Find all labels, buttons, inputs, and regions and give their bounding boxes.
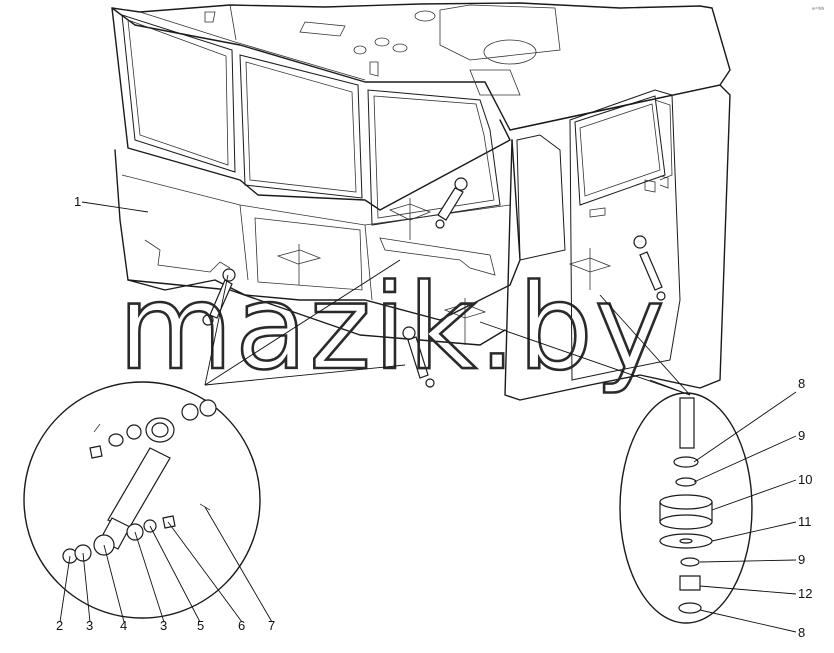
watermark: mazik.by: [118, 258, 667, 396]
mount-plate: [276, 249, 322, 265]
mount-plate: [443, 303, 487, 319]
callout-3b: 3: [160, 618, 167, 633]
callout-7: 7: [268, 618, 275, 633]
callouts: 1 2 3 4 3 5 6 7 8 9 10 11 9 12 8: [56, 194, 812, 640]
callout-5: 5: [197, 618, 204, 633]
callout-cab: 1: [74, 194, 81, 209]
shock-absorber-detail: [23, 381, 273, 623]
shock-absorber: [402, 326, 435, 388]
detail-circle-left: [23, 381, 261, 619]
mount-plate: [388, 203, 432, 221]
cab-mount-detail: [619, 391, 797, 633]
detail-ellipse-right: [619, 392, 753, 624]
callout-4: 4: [120, 618, 127, 633]
cab-mount-points: [202, 177, 666, 388]
mount-plate: [568, 257, 612, 273]
callout-8: 8: [798, 376, 805, 391]
shock-absorber: [202, 268, 236, 326]
callout-9: 9: [798, 428, 805, 443]
callout-6: 6: [238, 618, 245, 633]
callout-9b: 9: [798, 552, 805, 567]
callout-12: 12: [798, 586, 812, 601]
callout-10: 10: [798, 472, 812, 487]
shock-absorber: [435, 177, 468, 229]
callout-3: 3: [86, 618, 93, 633]
callout-2: 2: [56, 618, 63, 633]
callout-8b: 8: [798, 625, 805, 640]
callout-11: 11: [798, 514, 812, 529]
shock-absorber: [633, 235, 666, 301]
leader-arrows: [204, 259, 691, 396]
corner-mark: ᵃ⁼ᵇᵇ: [812, 6, 824, 14]
